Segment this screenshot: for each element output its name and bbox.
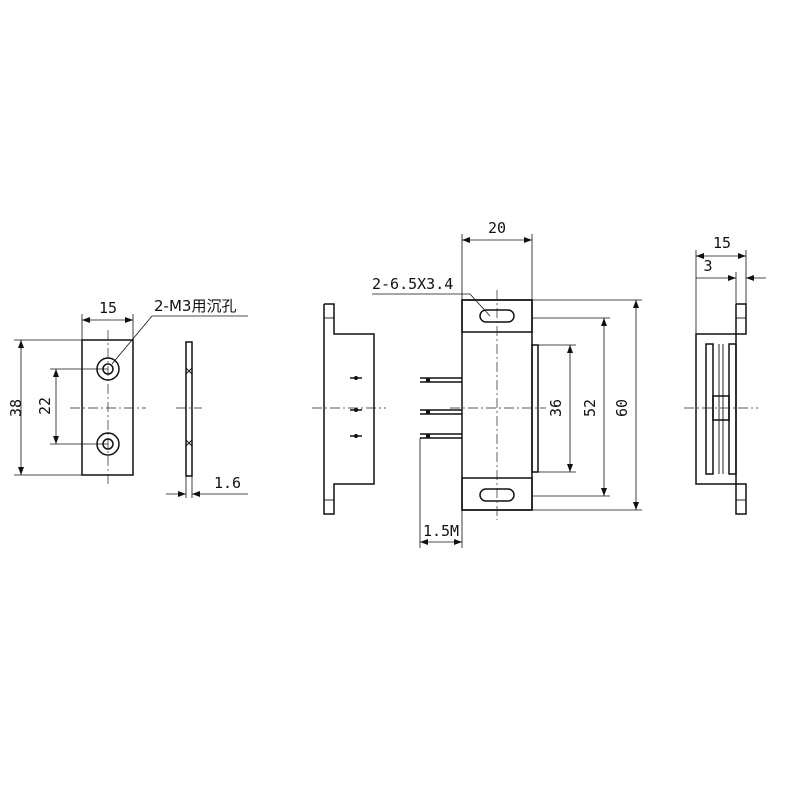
sensor-width-dimension: 20: [488, 219, 506, 237]
lead-length-dimension: 1.5M: [423, 522, 459, 540]
left-plate-side-view: 1.6: [166, 341, 248, 498]
overall-length-dimension: 60: [613, 399, 631, 417]
left-plate-front-view: 15 38 22 2-M3用沉孔: [7, 297, 248, 486]
left-width-dimension: 15: [99, 299, 117, 317]
right-offset-dimension: 3: [703, 257, 712, 275]
profile-pin-marks: [350, 376, 362, 438]
sensor-right-view: 15 3: [684, 234, 766, 515]
sensor-side-profile: [312, 303, 386, 515]
right-view-rib-right: [728, 343, 737, 475]
inner-length-dimension: 36: [547, 399, 565, 417]
hole-pitch-dimension: 52: [581, 399, 599, 417]
slot-callout: 2-6.5X3.4: [372, 275, 453, 293]
thickness-dimension: 1.6: [214, 474, 241, 492]
sensor-front-view: 20 2-6.5X3.4 36 52 60 1.5M: [372, 219, 642, 548]
side-boss: [531, 344, 539, 473]
left-height-dimension: 38: [7, 399, 25, 417]
hole-spacing-dimension: 22: [36, 397, 54, 415]
hole-callout: 2-M3用沉孔: [154, 297, 236, 315]
right-view-rib-left: [705, 343, 714, 475]
sensor-leads: [420, 377, 462, 439]
plate-outline: [81, 339, 134, 476]
right-width-dimension: 15: [713, 234, 731, 252]
